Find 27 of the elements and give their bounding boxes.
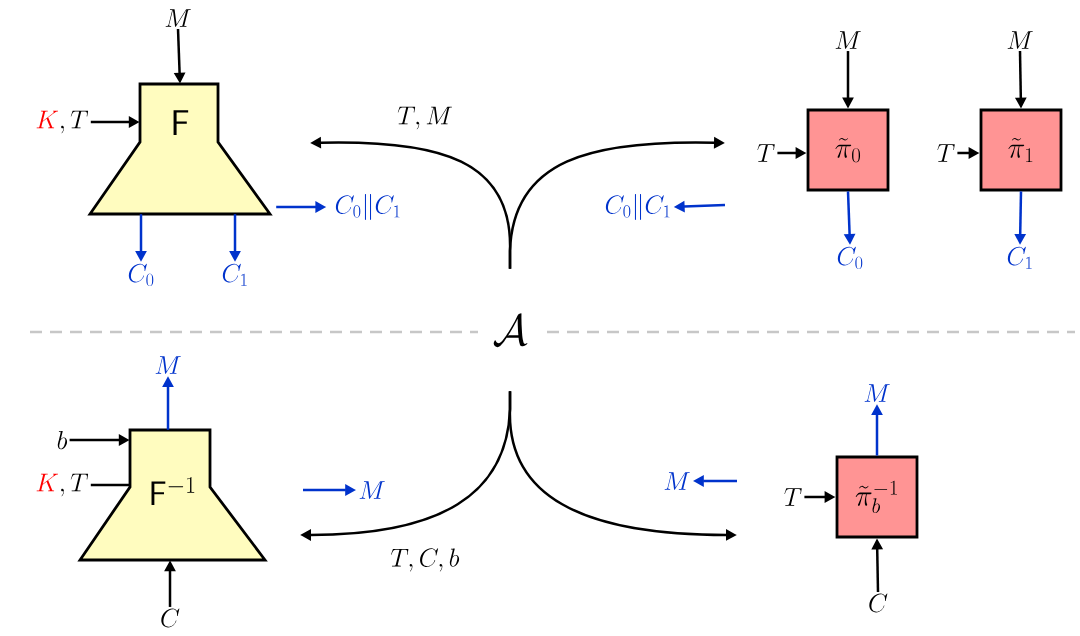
math-label: $C$	[161, 608, 180, 628]
math-label: $M$	[664, 472, 690, 490]
function-block: $\mathsf{F}$	[87, 82, 273, 216]
math-label: $C$	[869, 593, 888, 613]
math-label: $M$	[165, 9, 191, 27]
math-label: $C_0\|C_1$	[335, 194, 400, 220]
math-label: $C_0\|C_1$	[605, 194, 670, 220]
math-label: $C_1$	[222, 263, 247, 286]
math-label: $M$	[864, 384, 890, 402]
permutation-box: $\tilde{\pi}_0$	[806, 108, 890, 192]
math-label: $T$	[937, 144, 955, 162]
math-label: $M$	[1007, 31, 1033, 49]
math-label: $M$	[359, 481, 385, 499]
edge-label: $T, C, b$	[388, 546, 462, 574]
permutation-box: $\tilde{\pi}_b^{-1}$	[835, 455, 919, 539]
adversary-symbol: $\mathcal{A}$	[493, 313, 528, 348]
edge-label: $T, M$	[395, 104, 455, 132]
math-label: $C_1$	[1007, 246, 1032, 269]
math-label: $T$	[784, 488, 802, 506]
math-label: $C_0$	[128, 263, 154, 287]
math-label: $M$	[155, 356, 181, 374]
math-label: $b$	[57, 431, 68, 450]
math-label: $M$	[835, 31, 861, 49]
math-label: ${\color{red}K}, T$	[36, 110, 89, 134]
math-label: $C_0$	[837, 246, 863, 270]
permutation-box: $\tilde{\pi}_1$	[979, 108, 1063, 192]
math-label: $T$	[757, 144, 775, 162]
